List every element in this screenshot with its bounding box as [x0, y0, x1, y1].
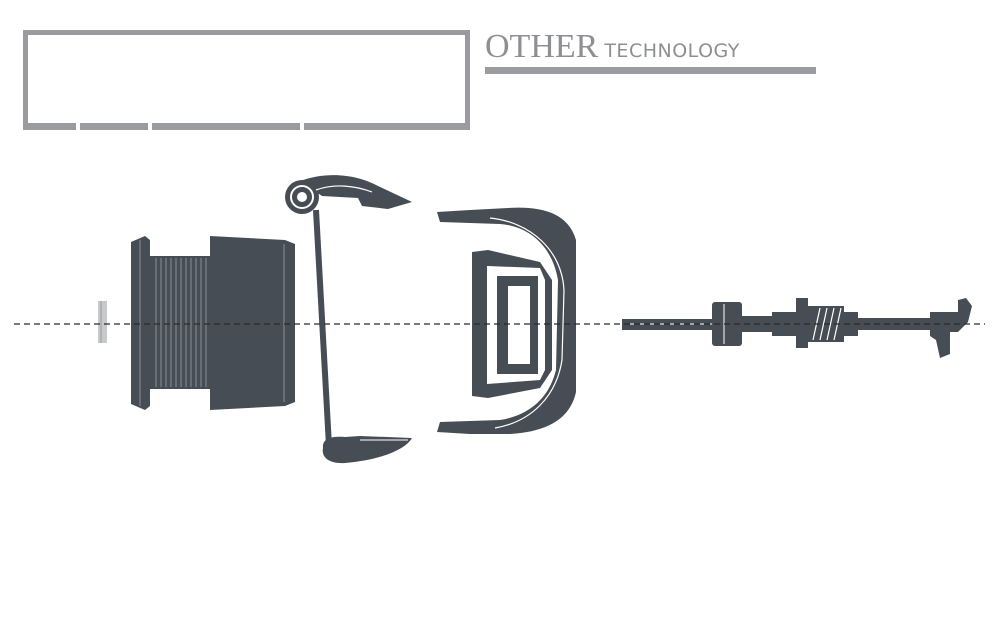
heading-underline	[485, 67, 816, 74]
main-shaft-part	[622, 298, 972, 358]
spool-part	[131, 236, 295, 410]
heading-main-word: OTHER	[485, 28, 599, 65]
washer-part	[98, 301, 107, 343]
rotor-part	[437, 207, 576, 434]
heading-sub-word: TECHNOLOGY	[604, 40, 740, 62]
header-frame-segments	[23, 123, 470, 130]
bail-part	[285, 175, 412, 464]
header-frame-box	[23, 30, 470, 128]
